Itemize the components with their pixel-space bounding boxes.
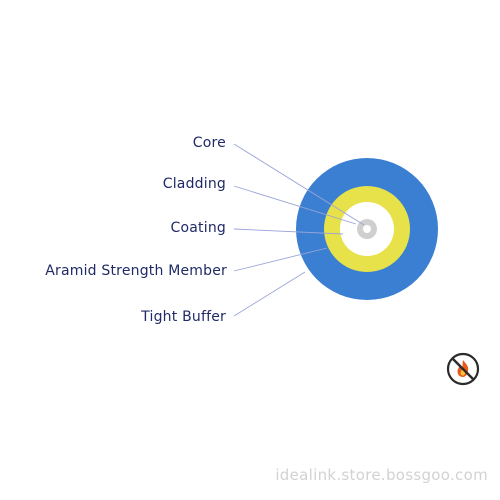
- leader-line-cladding: [233, 185, 357, 225]
- label-core: Core: [192, 135, 226, 151]
- label-tight-buffer: Tight Buffer: [141, 309, 226, 325]
- label-aramid-strength-member: Aramid Strength Member: [45, 263, 227, 279]
- label-cladding: Cladding: [162, 176, 226, 192]
- leader-line-aramid: [233, 247, 328, 272]
- core-layer: [363, 225, 371, 233]
- no-fire-icon: [446, 352, 480, 386]
- watermark: idealink.store.bossgoo.com: [275, 466, 488, 484]
- leader-line-buffer: [233, 271, 306, 317]
- label-coating: Coating: [170, 220, 226, 236]
- leader-line-coating: [233, 228, 344, 235]
- leader-line-core: [233, 143, 365, 226]
